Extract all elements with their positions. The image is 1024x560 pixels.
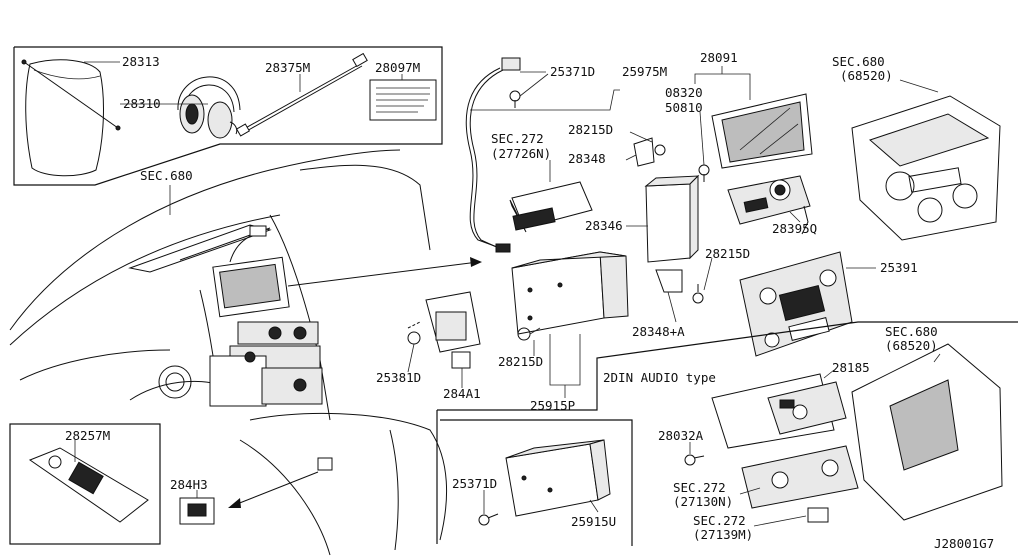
label-sec680-b: SEC.680 [885, 324, 938, 339]
label-sec272-b: SEC.272 [673, 480, 726, 495]
label-sec272-c-sub: (27139M) [693, 527, 753, 542]
label-50810: 50810 [665, 100, 703, 115]
label-sec680-top-sub: (68520) [840, 68, 893, 83]
label-28032A: 28032A [658, 428, 704, 443]
pouch-28313 [25, 59, 104, 177]
ac-control-27130N [741, 445, 859, 509]
amp-group: 25381D 284A1 [376, 291, 481, 401]
bracket-group: 28215D 28348 28346 28215D 28348+A [568, 122, 750, 339]
label-28091: 28091 [700, 50, 738, 65]
audio-controls-28395Q [727, 175, 811, 225]
display-group: 28091 08320 50810 28395Q [665, 50, 817, 236]
usb-connector-group: 284H3 [170, 477, 215, 525]
2din-audio-option: 2DIN AUDIO type 28185 28032A SEC.272 (27… [436, 321, 1018, 544]
bracket-28348A [655, 269, 683, 293]
label-28313: 28313 [122, 54, 160, 69]
label-284A1: 284A1 [443, 386, 481, 401]
label-28257M: 28257M [65, 428, 110, 443]
headphones-28310 [177, 76, 241, 111]
unit-25915U-inset: 25371D 25915U [440, 419, 633, 546]
label-sec272-c: SEC.272 [693, 513, 746, 528]
dashboard-illustration: SEC.680 [9, 149, 482, 556]
label-25371D-b: 25371D [452, 476, 497, 491]
nav-unit-group: 28215D 25915P [498, 251, 629, 413]
label-25915U: 25915U [571, 514, 616, 529]
label-28215D-b: 28215D [705, 246, 750, 261]
label-sec680-b-sub: (68520) [885, 338, 938, 353]
label-28348: 28348 [568, 151, 606, 166]
label-28348A: 28348+A [632, 324, 685, 339]
bezel-68520-top [851, 95, 1001, 241]
audio-option-title: 2DIN AUDIO type [603, 370, 716, 385]
cable-25975M [465, 67, 501, 249]
label-28346: 28346 [585, 218, 623, 233]
label-28375M: 28375M [265, 60, 310, 75]
label-08320: 08320 [665, 85, 703, 100]
label-sec680-top: SEC.680 [832, 54, 885, 69]
label-28395Q: 28395Q [772, 221, 817, 236]
label-28185: 28185 [832, 360, 870, 375]
label-sec680-dash: SEC.680 [140, 168, 193, 183]
remote-inset: 28257M [9, 423, 161, 545]
label-sec272-a: SEC.272 [491, 131, 544, 146]
label-28097M: 28097M [375, 60, 420, 75]
label-25915P: 25915P [530, 398, 575, 413]
label-28310: 28310 [123, 96, 161, 111]
antenna-cable-group: 25371D 25975M [465, 57, 667, 253]
label-284H3: 284H3 [170, 477, 208, 492]
label-25391: 25391 [880, 260, 918, 275]
module-28346 [645, 183, 691, 263]
label-25975M: 25975M [622, 64, 667, 79]
bezel-top-group: SEC.680 (68520) [832, 54, 1001, 241]
bracket-28348 [633, 137, 655, 167]
label-sec272-a-sub: (27726N) [491, 146, 551, 161]
label-25381D: 25381D [376, 370, 421, 385]
label-sec272-b-sub: (27130N) [673, 494, 733, 509]
label-25371D-a: 25371D [550, 64, 595, 79]
label-28215D-a: 28215D [568, 122, 613, 137]
diagram-id: J28001G7 [934, 536, 994, 551]
switch-27139M [807, 507, 829, 523]
module-27726N-group: SEC.272 (27726N) [491, 131, 593, 233]
headphone-kit-inset: 28313 28310 28375M 28097M [13, 46, 443, 186]
label-28215D-c: 28215D [498, 354, 543, 369]
cable-28375M [241, 63, 361, 131]
